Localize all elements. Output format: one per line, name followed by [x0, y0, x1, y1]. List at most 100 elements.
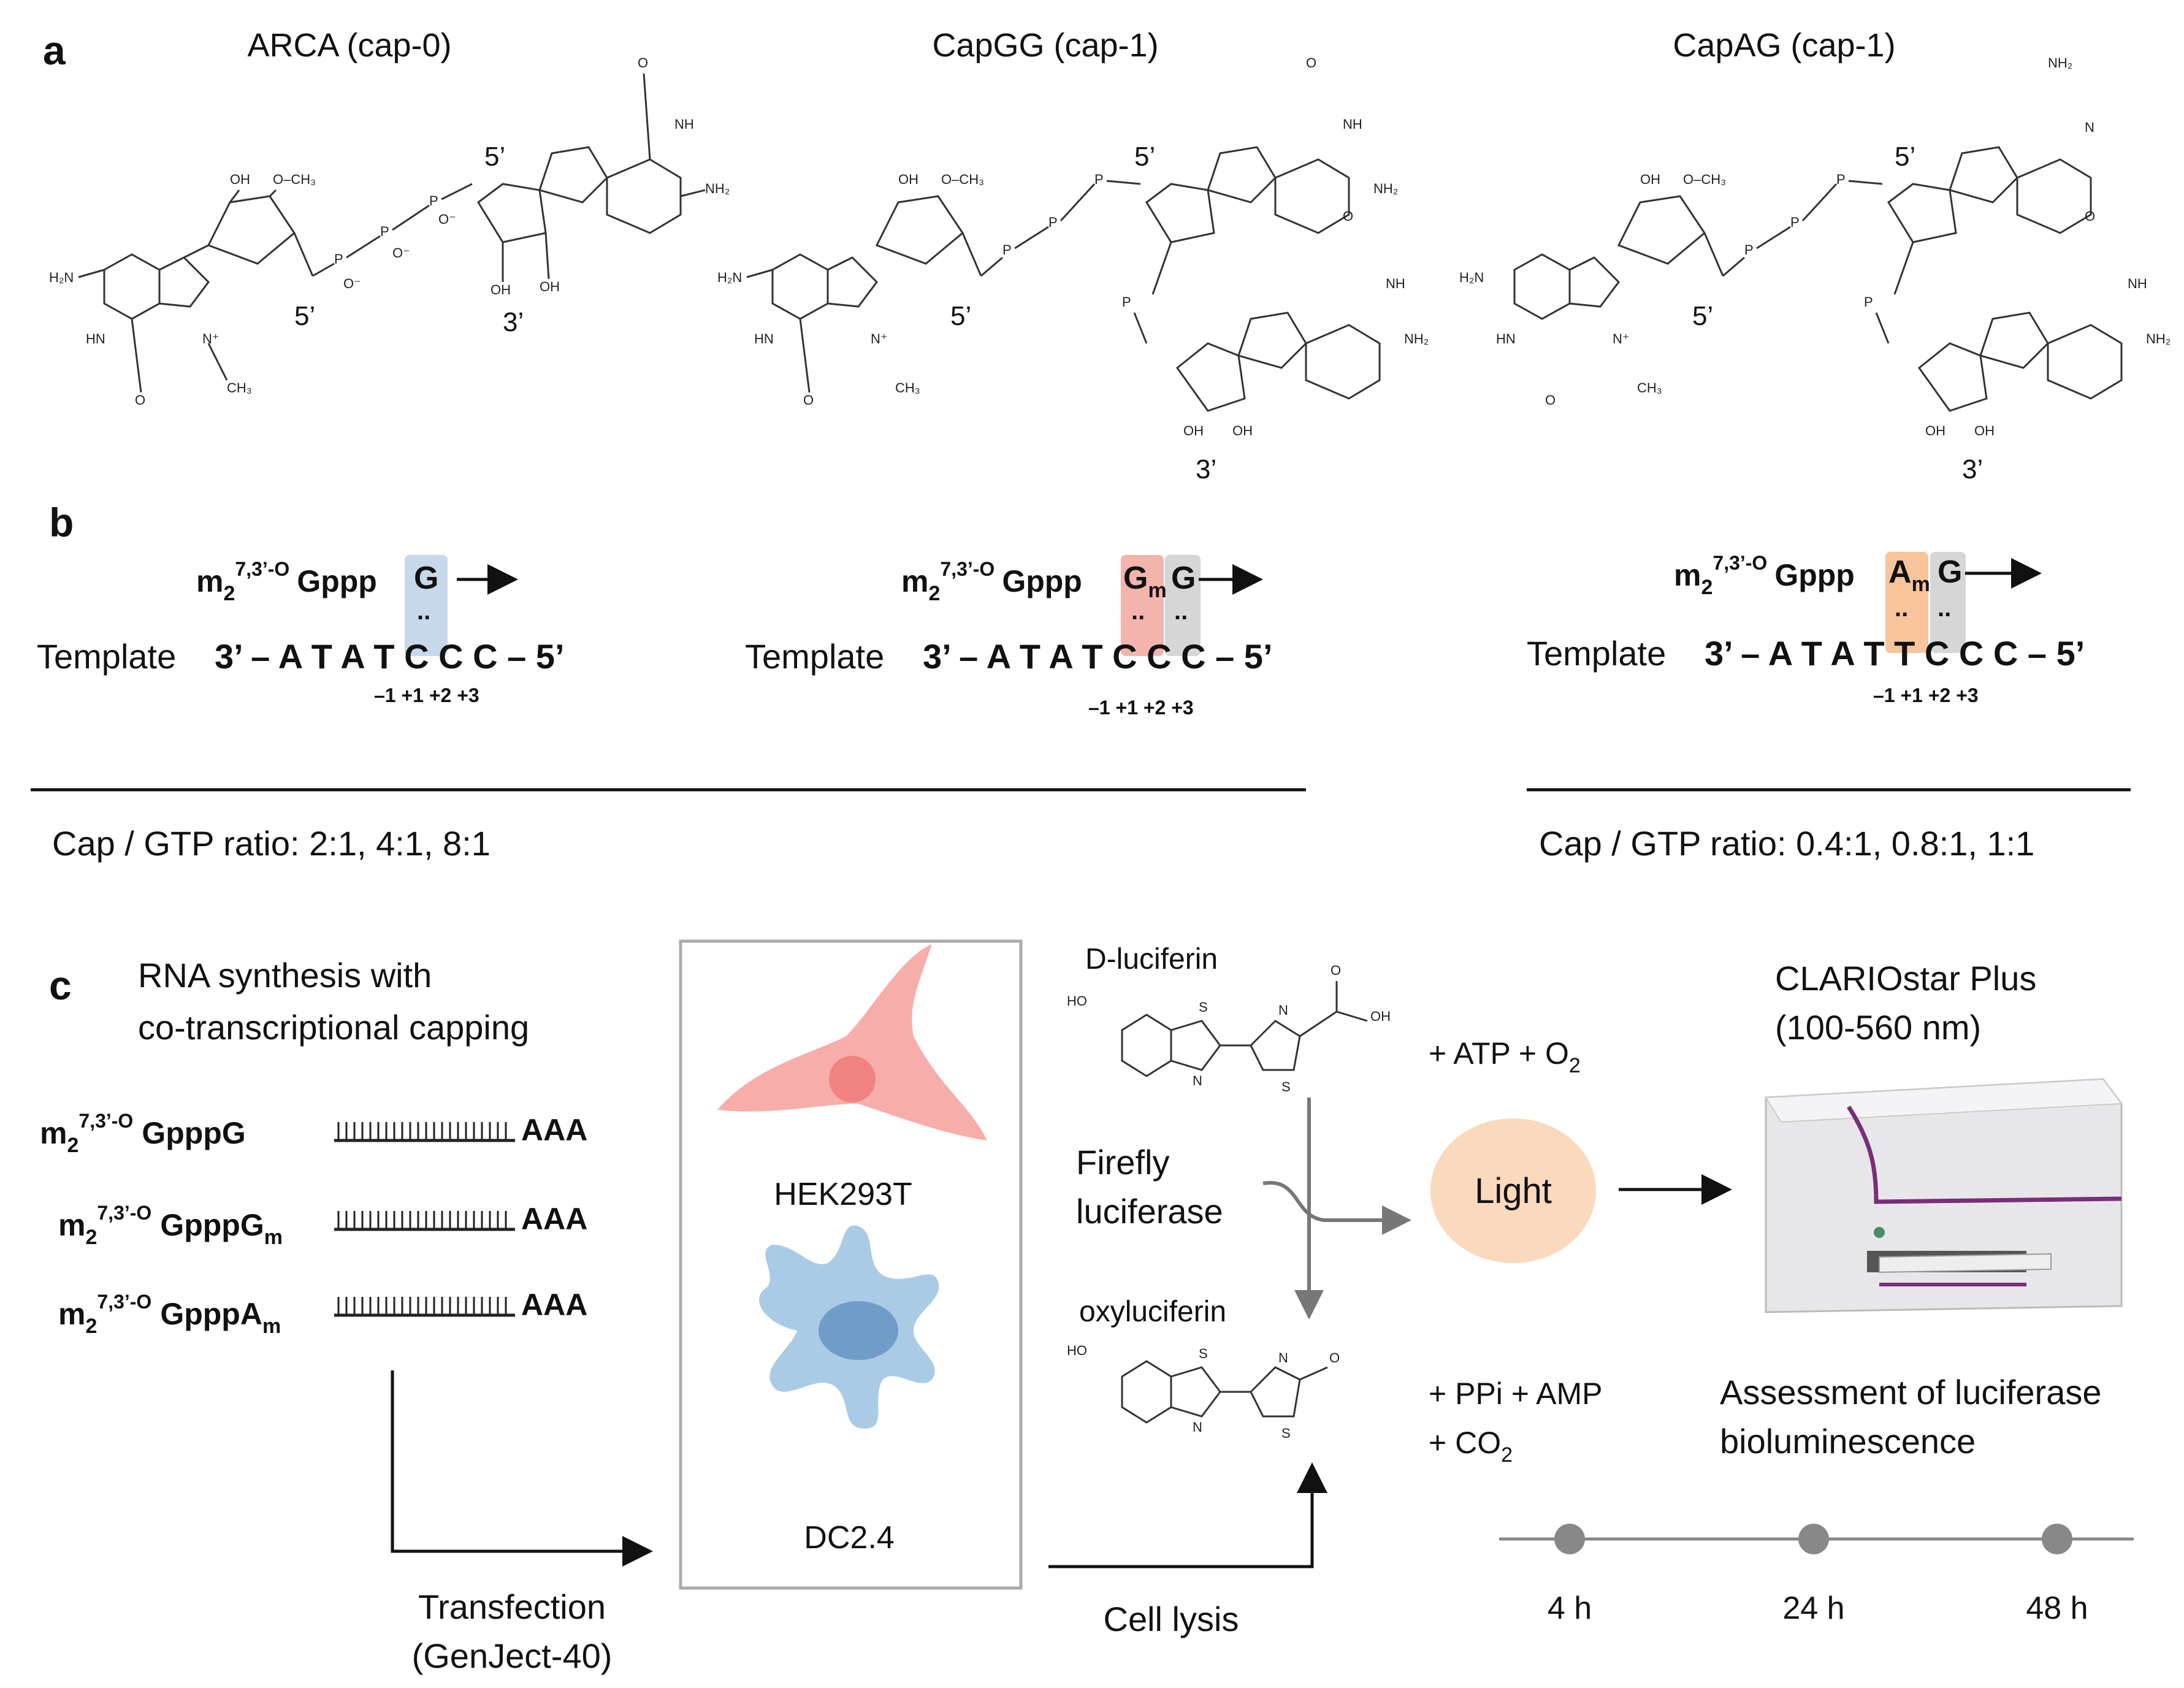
svg-text:OH: OH: [898, 172, 918, 187]
assessment-line2: bioluminescence: [1720, 1422, 1976, 1461]
scheme3-positions: –1 +1 +2 +3: [1873, 684, 1979, 706]
scheme1-pair-dots: ..: [417, 598, 430, 625]
svg-text:O: O: [803, 392, 814, 408]
cell-lysis-label: Cell lysis: [1104, 1600, 1239, 1638]
scheme2-pair-dots-1: ..: [1131, 598, 1145, 625]
svg-text:OH: OH: [540, 279, 560, 294]
capgg-5prime-left: 5’: [950, 301, 971, 331]
svg-text:NH: NH: [674, 116, 694, 132]
svg-text:P: P: [1864, 294, 1873, 310]
lysis-arrow: [1048, 1462, 1327, 1568]
svg-text:P: P: [1836, 172, 1846, 187]
capag-5prime-right: 5’: [1895, 142, 1915, 172]
light-ellipse: [1430, 1118, 1596, 1263]
svg-text:S: S: [1199, 1346, 1208, 1361]
svg-text:O–CH₃: O–CH₃: [273, 172, 316, 187]
ratio-left: Cap / GTP ratio: 2:1, 4:1, 8:1: [52, 824, 491, 863]
plate-reader-icon: [1765, 1078, 2123, 1313]
svg-text:OH: OH: [1370, 1009, 1391, 1024]
svg-text:NH: NH: [2128, 276, 2147, 291]
atp-o2-label: + ATP + O2: [1429, 1036, 1581, 1077]
oxyluciferin-structure: HO S N N S O: [1067, 1343, 1340, 1441]
svg-text:O⁻: O⁻: [438, 212, 456, 227]
capag-structure: H₂N HN O N⁺ CH₃ OH O–CH₃ 5’ P P P 5’ NH₂…: [1459, 55, 2171, 484]
svg-text:CH₃: CH₃: [227, 380, 252, 395]
g2-pair-highlight-capag: [1930, 552, 1966, 653]
svg-text:N: N: [2085, 120, 2094, 135]
svg-text:HN: HN: [754, 331, 774, 346]
rna-strand-2: [334, 1211, 515, 1231]
svg-text:HO: HO: [1067, 993, 1087, 1009]
svg-text:NH₂: NH₂: [705, 181, 730, 196]
cell-line-dc24: DC2.4: [804, 1520, 894, 1556]
g2-pair-highlight: [1165, 555, 1201, 656]
scheme1-positions: –1 +1 +2 +3: [374, 684, 479, 706]
cell-box: [679, 939, 1023, 1590]
timepoint-marker-48h: [2042, 1524, 2072, 1554]
svg-text:H₂N: H₂N: [717, 270, 742, 285]
synthesis-title-line1: RNA synthesis with: [138, 956, 432, 995]
transfection-arrow: [391, 1370, 653, 1567]
svg-text:S: S: [1281, 1426, 1291, 1441]
polya-tail-2: AAA: [521, 1202, 587, 1236]
svg-text:P: P: [1744, 242, 1754, 258]
arca-5prime-left: 5’: [294, 301, 315, 331]
svg-text:P: P: [429, 193, 438, 208]
svg-text:O: O: [1545, 392, 1556, 408]
svg-text:OH: OH: [1925, 423, 1945, 438]
instrument-range: (100-560 nm): [1775, 1008, 1981, 1047]
polya-tail-3: AAA: [521, 1288, 587, 1322]
arca-title: ARCA (cap-0): [247, 27, 451, 64]
svg-text:HN: HN: [1496, 331, 1516, 346]
timepoint-24h: 24 h: [1782, 1591, 1844, 1626]
svg-text:O–CH₃: O–CH₃: [941, 172, 984, 187]
svg-text:H₂N: H₂N: [49, 270, 74, 285]
capag-3prime: 3’: [1962, 454, 1983, 484]
svg-text:N: N: [1193, 1073, 1202, 1088]
scheme1-nt1: G: [414, 560, 438, 596]
svg-text:P: P: [1122, 294, 1131, 310]
svg-text:O: O: [1306, 55, 1316, 71]
capgg-5prime-right: 5’: [1134, 142, 1155, 172]
m7g-base: H₂N HN O N⁺ CH₃: [49, 253, 252, 408]
svg-text:OH: OH: [1232, 423, 1253, 438]
svg-text:P: P: [1790, 215, 1800, 230]
assessment-line1: Assessment of luciferase: [1720, 1373, 2101, 1411]
d-luciferin-structure: HO S N N S O OH: [1067, 963, 1391, 1094]
svg-text:O: O: [1343, 208, 1353, 224]
cell-line-hek293t: HEK293T: [774, 1177, 912, 1212]
firefly-label-line1: Firefly: [1076, 1143, 1169, 1182]
svg-text:P: P: [380, 224, 389, 239]
svg-text:CH₃: CH₃: [895, 380, 920, 395]
oxyluciferin-label: oxyluciferin: [1079, 1296, 1226, 1328]
svg-text:P: P: [1002, 242, 1012, 258]
panel-a-label: a: [43, 28, 66, 73]
svg-text:OH: OH: [491, 282, 511, 297]
light-label: Light: [1475, 1171, 1552, 1211]
scheme3-nt1: Am: [1888, 554, 1930, 596]
svg-text:H₂N: H₂N: [1459, 270, 1484, 285]
capgg-3prime: 3’: [1196, 454, 1216, 484]
svg-text:O⁻: O⁻: [392, 245, 410, 261]
svg-text:O: O: [2085, 208, 2095, 224]
svg-text:NH: NH: [1343, 116, 1362, 132]
transfection-label: Transfection: [418, 1587, 606, 1626]
svg-text:HO: HO: [1067, 1343, 1087, 1358]
scheme2-nt2: G: [1171, 560, 1196, 596]
svg-text:N⁺: N⁺: [202, 331, 220, 346]
arca-structure: H₂N HN O N⁺ CH₃ OH O–CH₃ 5’ P P P O⁻ O⁻ …: [49, 55, 730, 408]
polya-tail-1: AAA: [521, 1113, 587, 1147]
svg-text:NH₂: NH₂: [1404, 331, 1429, 346]
svg-text:NH₂: NH₂: [1373, 181, 1398, 196]
dc24-nucleus: [819, 1301, 898, 1360]
svg-text:OH: OH: [1183, 423, 1204, 438]
scheme3-template-label: Template: [1527, 634, 1666, 673]
timepoint-4h: 4 h: [1548, 1591, 1592, 1626]
arca-5prime-right: 5’: [484, 142, 505, 172]
